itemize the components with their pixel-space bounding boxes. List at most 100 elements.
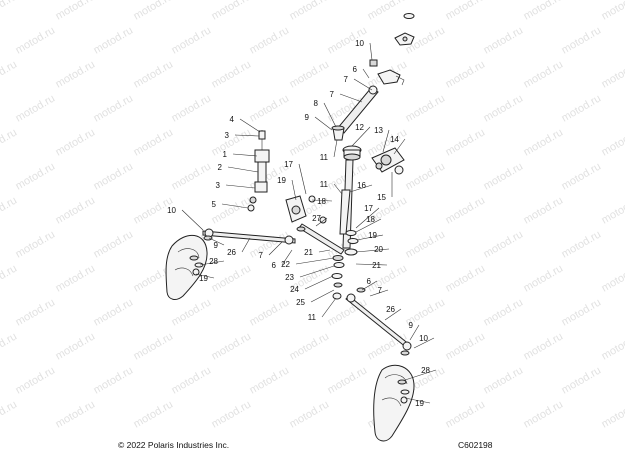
- callout-number: 7: [344, 75, 349, 84]
- callout-leader-line: [409, 324, 420, 341]
- figure-id: C602198: [458, 440, 493, 450]
- callout-leader-line: [404, 369, 437, 381]
- right-spindle: [373, 364, 415, 442]
- watermark-text: motod.ru: [248, 228, 292, 260]
- watermark-text: motod.ru: [288, 58, 332, 90]
- watermark-text: motod.ru: [92, 160, 136, 192]
- watermark-text: motod.ru: [54, 58, 98, 90]
- watermark-text: motod.ru: [444, 194, 488, 226]
- watermark-text: motod.ru: [482, 364, 526, 396]
- watermark-text: motod.ru: [482, 92, 526, 124]
- watermark-text: motod.ru: [210, 126, 254, 158]
- watermark-text: motod.ru: [600, 126, 625, 158]
- callout-leader-line: [382, 129, 390, 153]
- watermark-text: motod.ru: [0, 126, 19, 158]
- watermark-text: motod.ru: [560, 364, 604, 396]
- pitman-link: [336, 85, 379, 134]
- callout-leader-line: [239, 118, 261, 133]
- callout-number: 7: [378, 286, 383, 295]
- watermark-text: motod.ru: [444, 0, 488, 23]
- callout-leader-line: [384, 308, 402, 321]
- watermark-text: motod.ru: [14, 296, 58, 328]
- callout-leader-line: [339, 93, 363, 103]
- callout-number: 21: [304, 248, 313, 257]
- callout-number: 11: [308, 313, 317, 322]
- watermark-text: motod.ru: [248, 364, 292, 396]
- callout-leader-line: [195, 273, 215, 279]
- watermark-text: motod.ru: [14, 364, 58, 396]
- watermark-text: motod.ru: [522, 398, 566, 430]
- callout-leader-line: [355, 263, 388, 266]
- callout-number: 6: [272, 261, 277, 270]
- callout-number: 17: [284, 160, 293, 169]
- callout-number: 11: [320, 153, 329, 162]
- watermark-text: motod.ru: [92, 92, 136, 124]
- watermark-text: motod.ru: [170, 364, 214, 396]
- watermark-text: motod.ru: [132, 58, 176, 90]
- watermark-text: motod.ru: [560, 92, 604, 124]
- watermark-text: motod.ru: [92, 296, 136, 328]
- callout-number: 19: [415, 399, 424, 408]
- copyright-notice: © 2022 Polaris Industries Inc.: [118, 440, 230, 450]
- retaining-clip: [403, 13, 415, 19]
- watermark-text: motod.ru: [170, 24, 214, 56]
- callout-leader-line: [393, 138, 406, 155]
- left-tie-rod: [202, 228, 296, 245]
- watermark-text: motod.ru: [248, 92, 292, 124]
- watermark-text: motod.ru: [522, 126, 566, 158]
- callout-leader-line: [241, 237, 251, 253]
- callout-leader-line: [333, 183, 343, 195]
- callout-number: 5: [212, 200, 217, 209]
- watermark-text: motod.ru: [522, 194, 566, 226]
- watermark-text: motod.ru: [600, 0, 625, 23]
- callout-number: 9: [409, 321, 414, 330]
- callout-number: 20: [374, 245, 383, 254]
- lower-hardware-stack: [331, 230, 359, 300]
- watermark-text: motod.ru: [0, 262, 19, 294]
- callout-number: 10: [355, 39, 364, 48]
- watermark-text: motod.ru: [54, 194, 98, 226]
- callout-number: 17: [364, 204, 373, 213]
- watermark-text: motod.ru: [522, 0, 566, 23]
- watermark-text: motod.ru: [92, 24, 136, 56]
- watermark-text: motod.ru: [444, 330, 488, 362]
- callout-number: 19: [368, 231, 377, 240]
- watermark-text: motod.ru: [210, 194, 254, 226]
- watermark-text: motod.ru: [444, 58, 488, 90]
- watermark-text: motod.ru: [560, 160, 604, 192]
- callout-leader-line: [318, 249, 331, 253]
- callout-number: 3: [225, 131, 230, 140]
- callout-leader-line: [208, 237, 225, 246]
- nut-11-top: [369, 59, 378, 67]
- callout-number: 6: [367, 277, 372, 286]
- watermark-text: motod.ru: [0, 0, 19, 23]
- callout-leader-line: [413, 337, 435, 349]
- callout-number: 25: [296, 298, 305, 307]
- watermark-text: motod.ru: [248, 24, 292, 56]
- watermark-text: motod.ru: [444, 126, 488, 158]
- watermark-text: motod.ru: [210, 0, 254, 23]
- upper-bracket: [394, 32, 415, 46]
- watermark-text: motod.ru: [600, 58, 625, 90]
- watermark-text: motod.ru: [404, 160, 448, 192]
- callout-number: 28: [209, 257, 218, 266]
- watermark-text: motod.ru: [92, 364, 136, 396]
- watermark-text: motod.ru: [132, 398, 176, 430]
- watermark-text: motod.ru: [482, 160, 526, 192]
- callout-number: 6: [353, 65, 358, 74]
- callout-number: 13: [374, 126, 383, 135]
- watermark-text: motod.ru: [0, 398, 19, 430]
- callout-leader-line: [355, 218, 382, 233]
- watermark-text: motod.ru: [482, 296, 526, 328]
- left-spindle: [165, 235, 208, 300]
- watermark-text: motod.ru: [366, 0, 410, 23]
- watermark-text: motod.ru: [560, 296, 604, 328]
- callout-leader-line: [221, 203, 249, 209]
- callout-leader-line: [291, 179, 297, 201]
- callout-leader-line: [225, 184, 256, 189]
- callout-leader-line: [323, 102, 337, 128]
- watermark-text: motod.ru: [14, 24, 58, 56]
- callout-leader-line: [355, 248, 390, 253]
- callout-number: 26: [227, 248, 236, 257]
- callout-leader-line: [349, 184, 373, 193]
